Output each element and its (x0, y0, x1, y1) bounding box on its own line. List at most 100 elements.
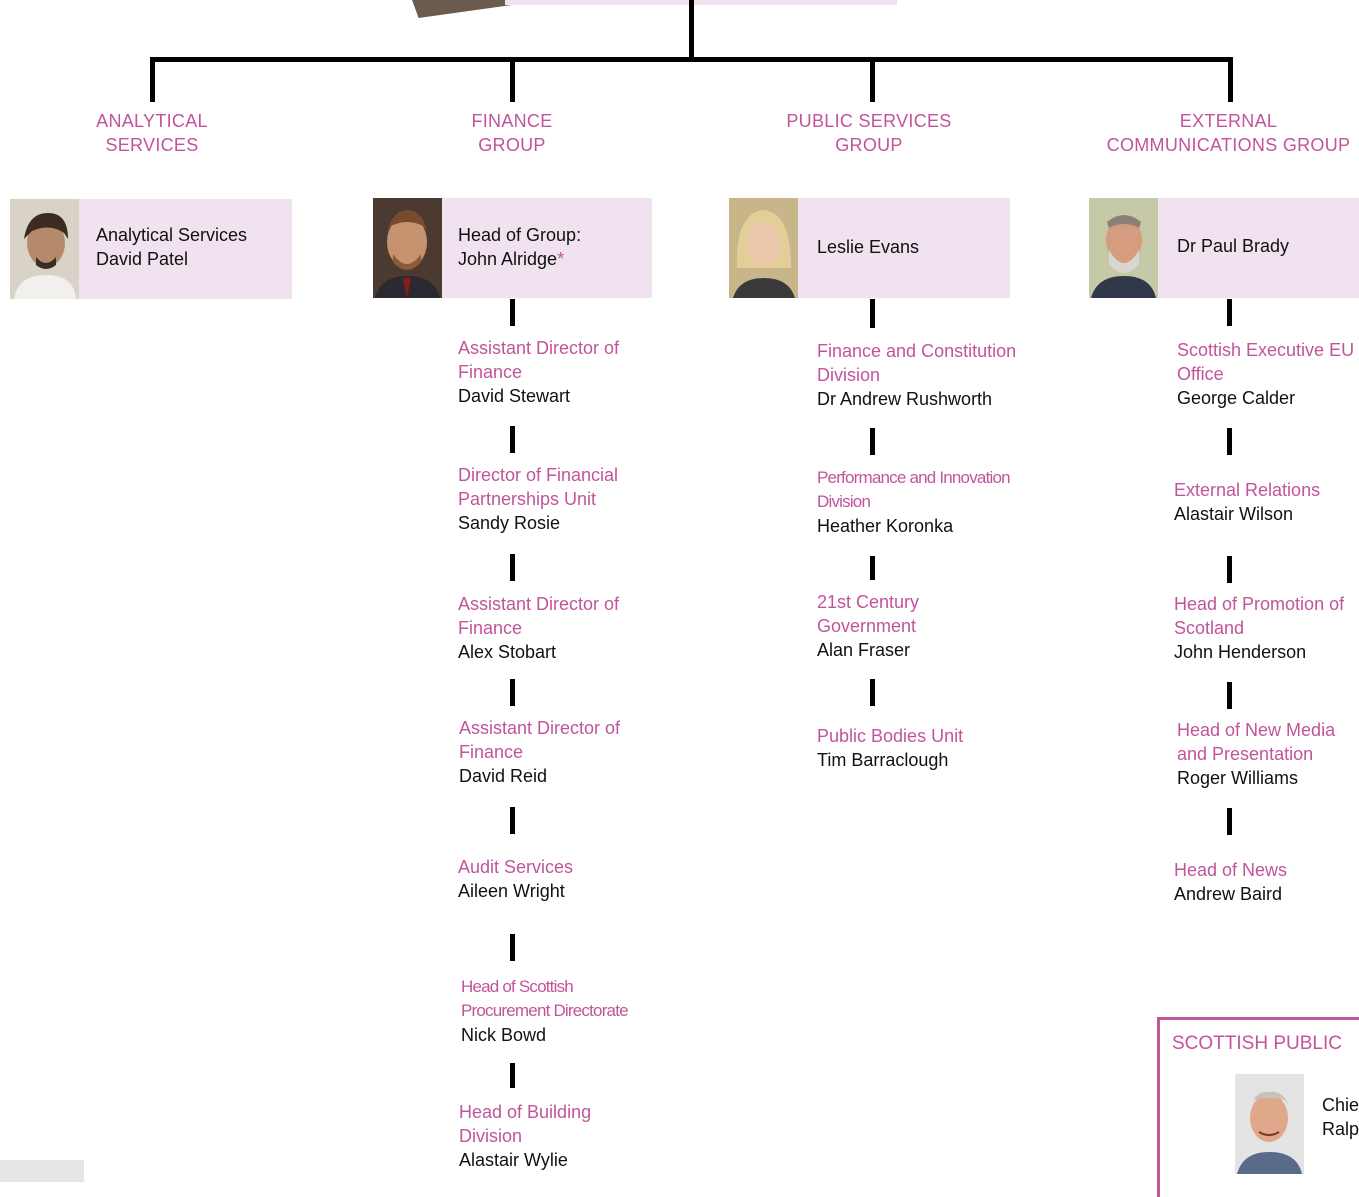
entry-name: Aileen Wright (458, 881, 565, 901)
entry-name: Tim Barraclough (817, 750, 949, 770)
list-item: Head of News Andrew Baird (1174, 858, 1359, 906)
head-name: David Patel (96, 249, 189, 269)
portrait-photo (373, 198, 442, 298)
connector (510, 807, 515, 834)
entry-name: Roger Williams (1177, 768, 1299, 788)
head-card-public-services: Leslie Evans (729, 198, 1010, 298)
portrait-icon (729, 198, 798, 298)
connector (870, 299, 875, 328)
list-item: Audit Services Aileen Wright (458, 855, 658, 903)
list-item: Assistant Director of Finance Alex Stoba… (458, 592, 658, 664)
list-item: Head of Scottish Procurement Directorate… (461, 975, 661, 1047)
connector (1227, 682, 1232, 709)
connector (1227, 808, 1232, 835)
connector (510, 554, 515, 581)
connector (1227, 556, 1232, 583)
footnote-marker: * (557, 249, 565, 269)
entry-role: Head of New Media and Presentation (1177, 720, 1336, 764)
box-title: SCOTTISH PUBLIC (1172, 1033, 1342, 1054)
entry-role: Assistant Director of Finance (458, 338, 620, 382)
entry-name: David Stewart (458, 386, 571, 406)
entry-name: David Reid (459, 766, 548, 786)
entry-name: Heather Koronka (817, 516, 954, 536)
portrait-icon (10, 199, 79, 299)
branch-drop-public-services (870, 57, 875, 102)
connector (870, 679, 875, 706)
connector (510, 1063, 515, 1088)
entry-name: Andrew Baird (1174, 884, 1283, 904)
branch-drop-external (1228, 57, 1233, 102)
branch-drop-analytical (150, 57, 155, 102)
entry-role: Head of News (1174, 860, 1288, 880)
entry-name: Alastair Wilson (1174, 504, 1294, 524)
entry-role: Performance and Innovation Division (817, 468, 1011, 511)
connector (1227, 428, 1232, 455)
connector (510, 426, 515, 453)
list-item: Finance and Constitution Division Dr And… (817, 339, 1017, 411)
entry-name: Nick Bowd (461, 1025, 547, 1045)
portrait-photo (729, 198, 798, 298)
connector (870, 428, 875, 455)
list-item: Public Bodies Unit Tim Barraclough (817, 724, 1017, 772)
entry-role: External Relations (1174, 480, 1321, 500)
portrait-photo (1089, 198, 1158, 298)
entry-role: Finance and Constitution Division (817, 341, 1017, 385)
trunk-line (689, 0, 694, 60)
connector (510, 299, 515, 326)
entry-name: Alan Fraser (817, 640, 911, 660)
list-item: Scottish Executive EU Office George Cald… (1177, 338, 1359, 410)
connector (510, 679, 515, 706)
connector (1227, 299, 1232, 326)
entry-role: Head of Building Division (459, 1102, 592, 1146)
head-card-finance: Head of Group: John Alridge* (373, 198, 652, 298)
horizontal-branch-line (150, 57, 1233, 62)
head-title: Head of Group: (458, 225, 582, 245)
entry-role: Head of Promotion of Scotland (1174, 594, 1345, 638)
entry-role: Public Bodies Unit (817, 726, 964, 746)
entry-name: Dr Andrew Rushworth (817, 389, 993, 409)
entry-role: Head of Scottish Procurement Directorate (461, 977, 629, 1020)
portrait-icon (373, 198, 442, 298)
portrait-photo (10, 199, 79, 299)
entry-role: Assistant Director of Finance (458, 594, 620, 638)
branch-drop-finance (510, 57, 515, 102)
bottom-left-fragment (0, 1160, 84, 1182)
portrait-photo (1235, 1074, 1304, 1174)
box-line-1: Chie (1322, 1095, 1359, 1115)
list-item: Assistant Director of Finance David Reid (459, 716, 659, 788)
head-title: Analytical Services (96, 225, 248, 245)
entry-role: Audit Services (458, 857, 574, 877)
top-card-fragment (505, 0, 897, 5)
entry-role: Assistant Director of Finance (459, 718, 621, 762)
head-name: John Alridge* (458, 249, 565, 269)
list-item: Assistant Director of Finance David Stew… (458, 336, 658, 408)
list-item: Performance and Innovation Division Heat… (817, 466, 1017, 538)
entry-name: Alex Stobart (458, 642, 557, 662)
head-card-external: Dr Paul Brady (1089, 198, 1359, 298)
scottish-public-box: SCOTTISH PUBLIC Chie Ralp (1157, 1017, 1359, 1197)
box-line-2: Ralp (1322, 1119, 1359, 1139)
entry-role: Scottish Executive EU Office (1177, 340, 1355, 384)
list-item: Head of Promotion of Scotland John Hende… (1174, 592, 1359, 664)
entry-name: Alastair Wylie (459, 1150, 568, 1170)
entry-name: Sandy Rosie (458, 513, 561, 533)
entry-role: Director of Financial Partnerships Unit (458, 465, 619, 509)
portrait-icon (1089, 198, 1158, 298)
entry-name: George Calder (1177, 388, 1296, 408)
connector (870, 556, 875, 580)
head-name: Leslie Evans (817, 237, 920, 257)
list-item: External Relations Alastair Wilson (1174, 478, 1359, 526)
list-item: 21st Century Government Alan Fraser (817, 590, 1017, 662)
head-name: Dr Paul Brady (1177, 236, 1290, 256)
entry-role: 21st Century Government (817, 592, 920, 636)
list-item: Director of Financial Partnerships Unit … (458, 463, 658, 535)
entry-name: John Henderson (1174, 642, 1307, 662)
head-card-analytical: Analytical Services David Patel (10, 199, 292, 299)
portrait-icon (1235, 1074, 1304, 1174)
connector (510, 934, 515, 961)
list-item: Head of New Media and Presentation Roger… (1177, 718, 1359, 790)
